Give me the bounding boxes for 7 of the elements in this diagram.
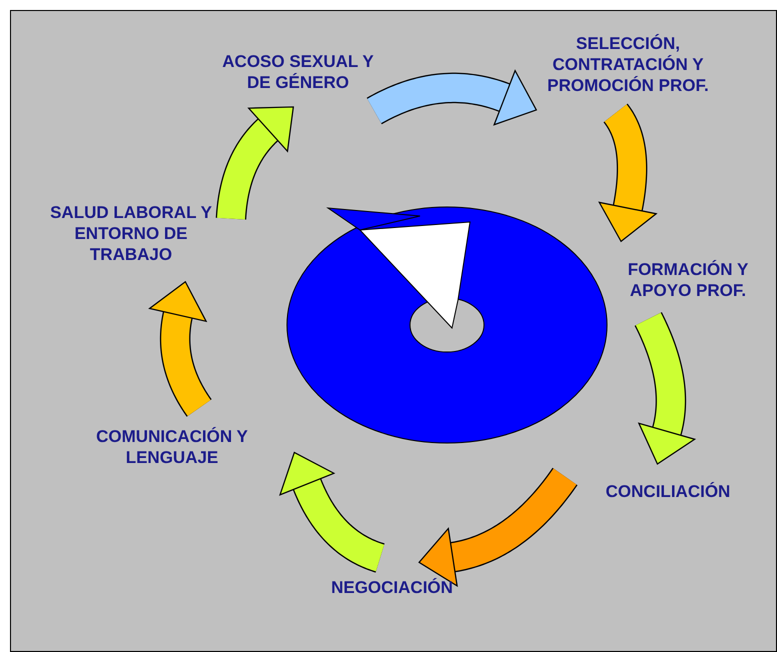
topic-label: SALUD LABORAL Y ENTORNO DE TRABAJO	[49, 202, 213, 264]
topic-label: FORMACIÓN Y APOYO PROF.	[626, 259, 750, 301]
topic-label: ACOSO SEXUAL Y DE GÉNERO	[221, 51, 375, 93]
topic-label: CONCILIACIÓN	[606, 480, 730, 502]
topic-label: COMUNICACIÓN Y LENGUAJE	[95, 426, 249, 468]
topic-label: SELECCIÓN, CONTRATACIÓN Y PROMOCIÓN PROF.	[546, 32, 710, 96]
topic-label: NEGOCIACIÓN	[331, 576, 453, 598]
